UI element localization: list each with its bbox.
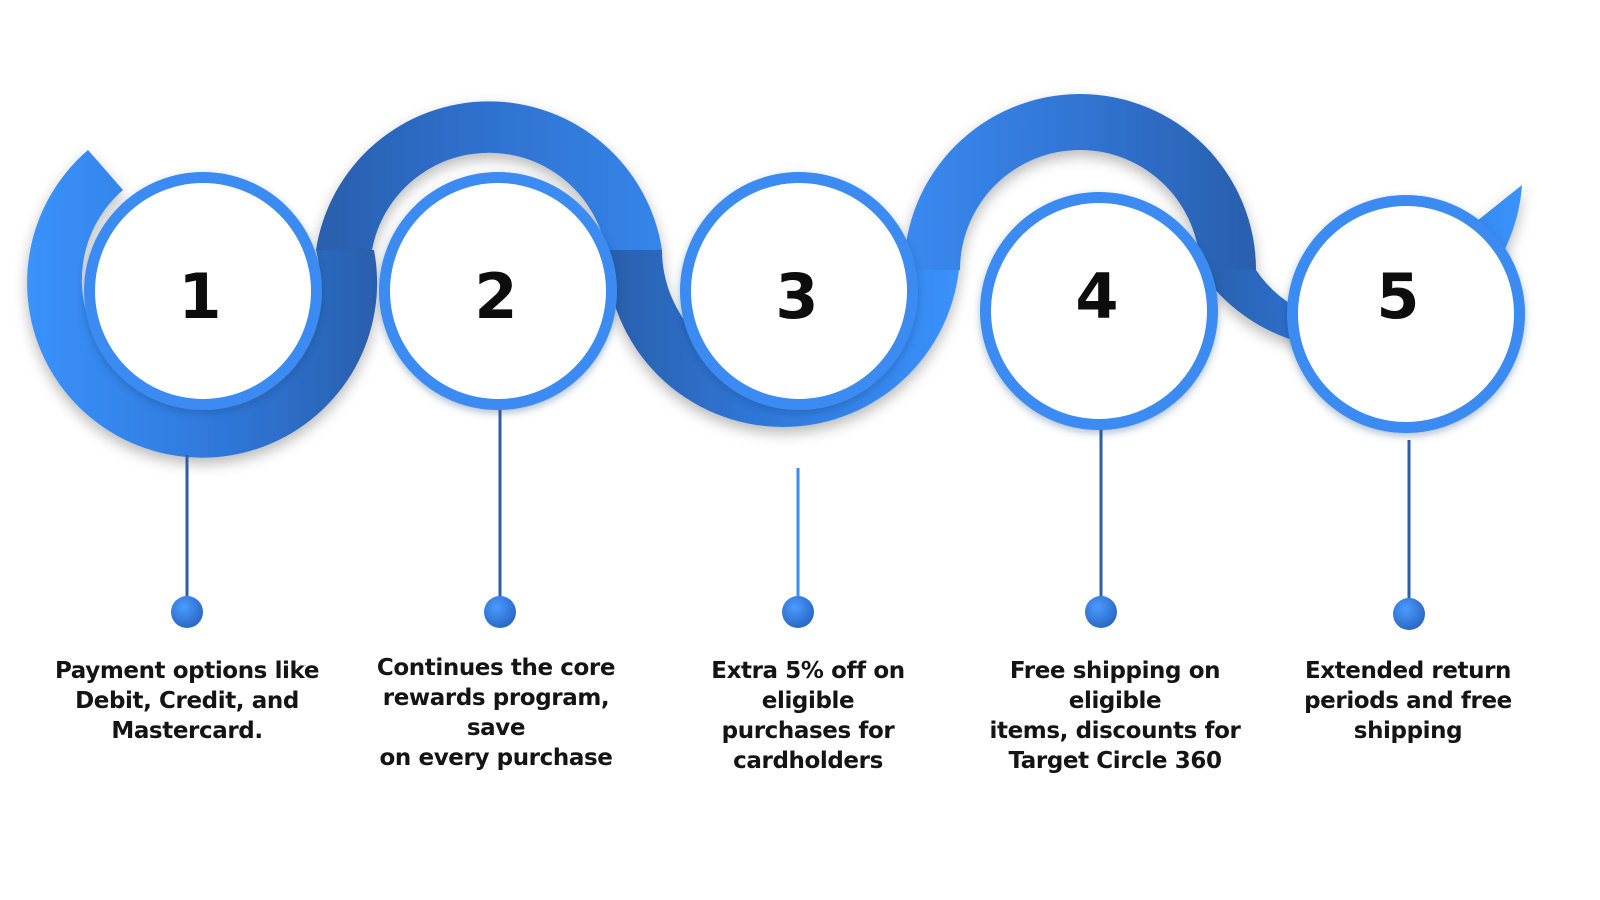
step-circle-2: 2 [379, 172, 617, 410]
step-caption-3: Extra 5% off on eligible purchases for c… [663, 656, 953, 776]
caption-line: Continues the core [376, 655, 616, 681]
caption-line: on every purchase [379, 745, 613, 771]
caption-line: purchases for [721, 718, 895, 744]
caption-line: Extra 5% off on eligible [711, 658, 905, 714]
step-caption-1: Payment options like Debit, Credit, and … [42, 656, 332, 746]
step-circle-1: 1 [84, 172, 322, 410]
connector-dot-3 [782, 596, 814, 628]
ribbon-segment-2 [316, 101, 662, 251]
step-number-3: 3 [775, 260, 818, 333]
step-caption-5: Extended return periods and free shippin… [1263, 656, 1553, 746]
caption-line: Free shipping on eligible [1009, 658, 1221, 714]
connector-dot-5 [1393, 598, 1425, 630]
step-number-4: 4 [1075, 260, 1118, 333]
step-circle-5: 5 [1287, 195, 1525, 433]
ribbon-segment-4 [904, 94, 1256, 270]
caption-line: rewards program, save [382, 685, 610, 741]
step-caption-2: Continues the core rewards program, save… [351, 653, 641, 773]
caption-line: Target Circle 360 [1008, 748, 1222, 774]
caption-line: Payment options like [54, 658, 320, 684]
connector-dots [171, 596, 1425, 630]
step-number-2: 2 [474, 260, 517, 333]
ribbon-segment-1 [27, 150, 378, 458]
connector-dot-4 [1085, 596, 1117, 628]
step-circle-3: 3 [680, 172, 918, 410]
step-circles: 1 2 3 4 5 [84, 172, 1525, 433]
caption-line: cardholders [733, 748, 883, 774]
caption-line: Mastercard. [111, 718, 263, 744]
caption-line: shipping [1353, 718, 1463, 744]
step-number-5: 5 [1376, 260, 1419, 333]
connector-lines [185, 410, 1411, 608]
connector-dot-1 [171, 596, 203, 628]
caption-line: Extended return [1304, 658, 1512, 684]
step-circle-4: 4 [980, 192, 1218, 430]
caption-line: items, discounts for [989, 718, 1241, 744]
step-caption-4: Free shipping on eligible items, discoun… [970, 656, 1260, 776]
caption-line: periods and free [1304, 688, 1512, 714]
connector-dot-2 [484, 596, 516, 628]
caption-line: Debit, Credit, and [75, 688, 299, 714]
step-number-1: 1 [178, 260, 221, 333]
